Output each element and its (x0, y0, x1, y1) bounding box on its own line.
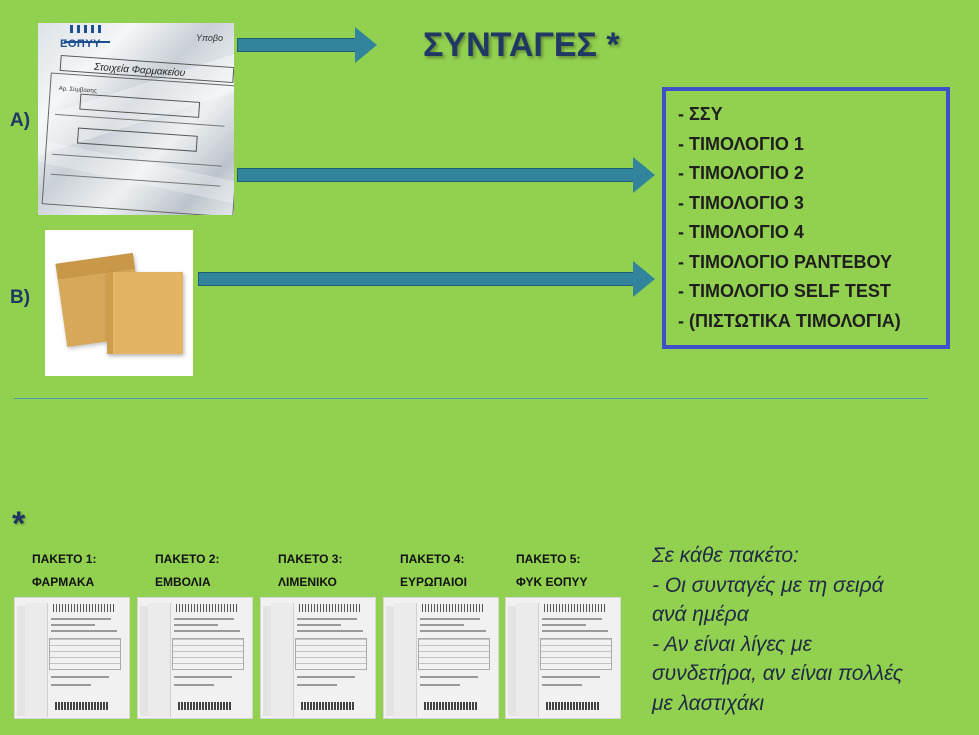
document-item: - ΤΙΜΟΛΟΓΙΟ 1 (678, 133, 804, 154)
prescription-receipt-image (505, 597, 621, 719)
label-b: B) (10, 287, 31, 308)
notes-line: ανά ημέρα (652, 603, 749, 626)
document-item: - (ΠΙΣΤΩΤΙΚΑ ΤΙΜΟΛΟΓΙΑ) (678, 310, 901, 331)
packet-2-label: ΠΑΚΕΤΟ 2: ΕΜΒΟΛΙΑ (155, 552, 220, 589)
document-item: - ΤΙΜΟΛΟΓΙΟ SELF TEST (678, 281, 891, 301)
asterisk-marker: * (12, 505, 26, 543)
document-item: - ΤΙΜΟΛΟΓΙΟ 2 (678, 163, 804, 183)
prescription-receipt-image (14, 597, 130, 719)
arrow-to-title (237, 27, 377, 63)
packet-5-label: ΠΑΚΕΤΟ 5: ΦΥΚ ΕΟΠΥΥ (516, 552, 588, 589)
plastic-bag-photo: ΕΟΠΥΥ Υποβο Στοιχεία Φαρμακείου Αρ. Σύμβ… (38, 23, 234, 215)
arrow-a-to-documents (237, 157, 655, 193)
document-item: - ΤΙΜΟΛΟΓΙΟ 3 (678, 192, 804, 213)
packet-instructions: Σε κάθε πακέτο: - Οι συνταγές με τη σειρ… (652, 541, 972, 718)
document-item: - ΤΙΜΟΛΟΓΙΟ 4 (678, 222, 804, 242)
notes-line: - Αν είναι λίγες με (652, 632, 812, 656)
notes-line: με λαστιχάκι (652, 691, 765, 715)
notes-line: συνδετήρα, αν είναι πολλές (652, 662, 903, 685)
bag-logo-text: ΕΟΠΥΥ (60, 38, 102, 50)
bag-corner-text: Υποβο (196, 33, 224, 43)
eopyy-logo-icon (64, 25, 110, 43)
section-divider (14, 398, 928, 399)
document-item: - ΣΣΥ (678, 104, 723, 124)
packet-3-label: ΠΑΚΕΤΟ 3: ΛΙΜΕΝΙΚΟ (278, 552, 343, 589)
arrow-b-to-documents (198, 261, 655, 297)
notes-line: - Οι συνταγές με τη σειρά (652, 573, 884, 597)
prescription-receipt-image (383, 597, 499, 719)
documents-list-box: - ΣΣΥ - ΤΙΜΟΛΟΓΙΟ 1 - ΤΙΜΟΛΟΓΙΟ 2 - ΤΙΜΟ… (662, 87, 950, 349)
document-item: - ΤΙΜΟΛΟΓΙΟ ΡΑΝΤΕΒΟΥ (678, 251, 893, 272)
packet-4-label: ΠΑΚΕΤΟ 4: ΕΥΡΩΠΑΙΟΙ (400, 552, 467, 589)
notes-line: Σε κάθε πακέτο: (652, 544, 799, 567)
packet-1-label: ΠΑΚΕΤΟ 1: ΦΑΡΜΑΚΑ (32, 552, 97, 589)
prescription-receipt-image (260, 597, 376, 719)
label-a: A) (10, 110, 31, 131)
prescription-receipt-image (137, 597, 253, 719)
page-title: ΣΥΝΤΑΓΕΣ * (423, 26, 620, 64)
envelope-photo (45, 230, 193, 376)
